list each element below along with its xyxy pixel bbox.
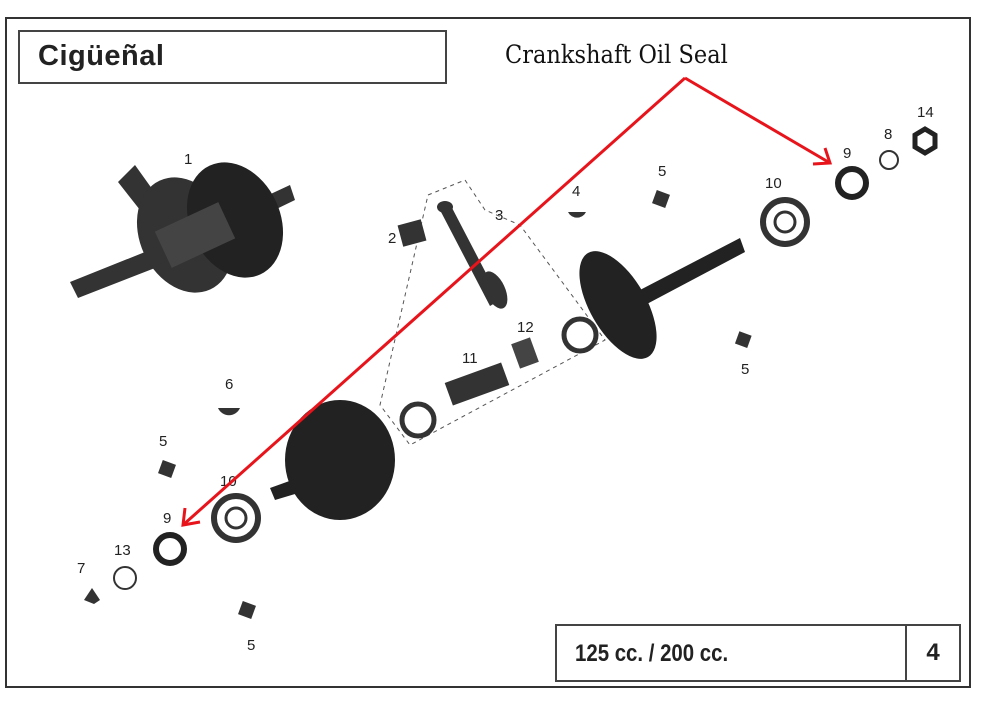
annotation-arrows [181,76,833,527]
assembled-crankshaft [70,162,295,298]
part-label: 12 [517,319,534,336]
title-box: Cigüeñal [18,30,447,84]
arrow-to-right-seal [684,76,831,165]
page-title: Cigüeñal [38,40,165,72]
oil-seal-9-right [835,166,869,200]
part-label: 4 [572,183,580,200]
part-label: 7 [77,560,85,577]
needle-bearing-12 [511,337,539,369]
oil-seal-9-left [153,532,187,566]
part-label: 5 [159,433,167,450]
part-label: 3 [495,207,503,224]
right-crank-half [579,238,745,359]
part-label: 8 [884,126,892,143]
nut-14 [912,126,938,156]
woodruff-key-4 [568,212,586,218]
part-label: 13 [114,542,131,559]
woodruff-key-6 [218,408,240,416]
part-label: 11 [462,350,478,367]
part-label: 2 [388,230,396,247]
part-label: 10 [220,473,237,490]
part-label: 9 [843,145,851,162]
key-5 [238,601,256,619]
part-label: 5 [741,361,749,378]
page-number-cell: 4 [905,626,959,680]
bearing-10-right [760,197,810,247]
page-number: 4 [926,639,940,666]
connecting-rod [437,201,508,309]
key-5 [158,460,176,478]
part-label: 10 [765,175,782,192]
conrod-group-outline [379,179,606,446]
arrow-to-left-seal [182,76,686,527]
bearing-10-left [211,493,261,543]
part-label: 14 [917,104,934,121]
part-label: 6 [225,376,233,393]
part-label: 1 [184,151,192,168]
needle-bearing-2 [397,219,427,247]
washer-8 [879,150,899,170]
diagram-frame [5,17,971,688]
crank-pin-11 [444,362,510,406]
clip-7 [84,588,100,604]
part-label: 9 [163,510,171,527]
spec-box: 125 cc. / 200 cc. 4 [555,624,961,682]
key-5 [734,331,752,348]
part-label: 5 [658,163,666,180]
key-5 [652,190,670,208]
engine-spec: 125 cc. / 200 cc. [575,640,729,667]
thrust-washer [561,316,599,354]
thrust-washer [399,401,437,439]
washer-13 [113,566,137,590]
left-crank-half [270,400,395,520]
arrowhead-right [812,147,833,166]
arrowhead-left [181,507,201,527]
annotation-label: Crankshaft Oil Seal [505,40,728,69]
part-label: 5 [247,637,255,654]
